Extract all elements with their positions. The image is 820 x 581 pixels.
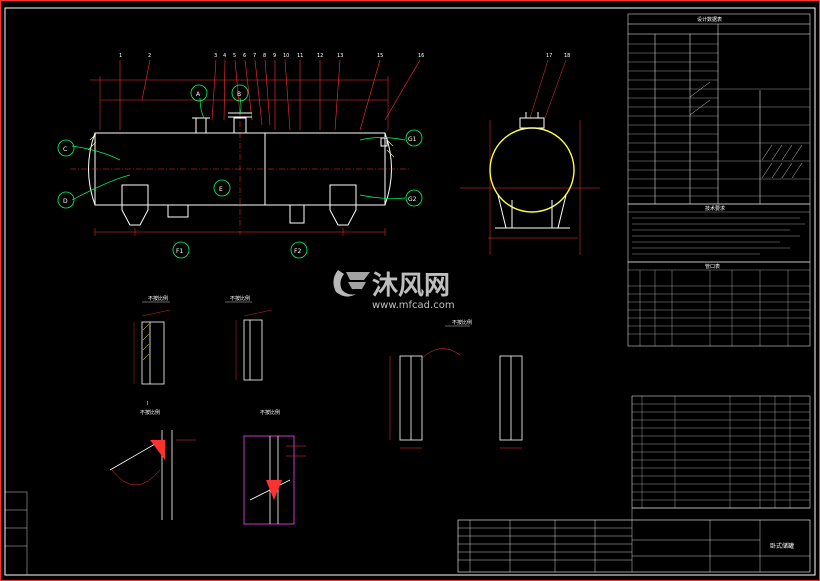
nozzle-table-title: 管口表	[705, 263, 720, 270]
nozzle-table-grid	[628, 270, 810, 346]
title-block	[457, 507, 811, 573]
inner-border	[4, 7, 816, 576]
svg-text:10: 10	[283, 53, 289, 59]
watermark-brand: 沐风网	[372, 271, 450, 301]
end-view-part-18: 18	[564, 53, 570, 59]
saddle-supports	[121, 184, 357, 226]
tech-req-title: 技术要求	[705, 205, 725, 212]
title-block-drawing-name: 卧式储罐	[770, 542, 794, 550]
detail-view-1: 不按比例	[133, 295, 171, 385]
callout-f1-label: F1	[176, 248, 183, 255]
design-data-table	[627, 13, 811, 205]
detail-3-label: I	[147, 401, 148, 407]
callout-d: D	[57, 191, 75, 209]
svg-text:9: 9	[273, 53, 276, 59]
design-table-hatch	[689, 81, 803, 179]
detail-3-scale: 不按比例	[140, 409, 160, 416]
callout-f2: F2	[290, 241, 308, 259]
svg-text:11: 11	[297, 53, 303, 59]
end-view-shell	[489, 127, 575, 213]
svg-text:13: 13	[337, 53, 343, 59]
detail-view-4: 不按比例	[243, 409, 306, 525]
weld-4	[266, 480, 282, 500]
svg-text:8: 8	[263, 53, 266, 59]
weld-3	[150, 440, 165, 460]
svg-text:2: 2	[148, 53, 151, 59]
callout-c-label: C	[63, 146, 67, 153]
tech-req-text-lines	[632, 217, 805, 255]
watermark: 沐风网 www.mfcad.com	[333, 270, 455, 311]
callout-d-label: D	[63, 198, 68, 205]
svg-text:6: 6	[243, 53, 246, 59]
callout-c: C	[57, 139, 75, 157]
svg-text:15: 15	[377, 53, 383, 59]
end-view-saddle	[495, 194, 570, 229]
technical-requirements-block: 技术要求	[627, 203, 811, 263]
svg-text:7: 7	[253, 53, 256, 59]
end-view-nozzles	[519, 112, 545, 129]
callout-f2-label: F2	[294, 248, 301, 255]
design-data-rows	[628, 43, 810, 197]
callout-g1-label: G1	[408, 136, 417, 143]
callout-a: A	[190, 84, 208, 102]
svg-text:1: 1	[119, 53, 122, 59]
callout-g2: G2	[405, 189, 423, 207]
detail-4-scale: 不按比例	[260, 409, 280, 416]
callout-b-label: B	[237, 91, 241, 98]
svg-text:3: 3	[214, 53, 217, 59]
head-hatching	[87, 133, 395, 158]
callout-b: B	[231, 84, 249, 102]
svg-text:5: 5	[233, 53, 236, 59]
svg-text:4: 4	[223, 53, 226, 59]
detail-1-scale: 不按比例	[148, 295, 168, 302]
watermark-logo-icon	[333, 270, 370, 297]
top-nozzles	[192, 112, 388, 147]
bottom-dimensions	[94, 228, 386, 236]
green-leaders	[71, 97, 406, 201]
saddle-detail-scale: 不按比例	[452, 319, 472, 326]
parts-list	[631, 395, 811, 509]
design-data-title: 设计数据表	[697, 16, 722, 23]
callout-f1: F1	[172, 241, 190, 259]
end-view-part-17: 17	[546, 53, 552, 59]
callout-e-label: E	[219, 186, 223, 193]
watermark-url: www.mfcad.com	[372, 300, 455, 311]
callout-a-label: A	[196, 91, 201, 98]
part-leaders	[119, 59, 421, 131]
svg-text:12: 12	[317, 53, 323, 59]
detail-2-scale: 不按比例	[230, 295, 250, 302]
callout-g2-label: G2	[408, 196, 417, 203]
left-revision-strip	[4, 491, 28, 576]
center-lines	[70, 110, 410, 235]
detail-view-2: 不按比例	[225, 295, 273, 381]
svg-text:16: 16	[418, 53, 424, 59]
callout-e: E	[213, 179, 231, 197]
end-view-leaders	[460, 59, 600, 255]
detail-view-3: I 不按比例	[109, 401, 196, 520]
end-view: 17 18	[460, 53, 600, 255]
saddle-detail: 不按比例	[389, 319, 523, 449]
nozzle-table: 管口表	[627, 261, 811, 347]
callout-g1: G1	[405, 129, 423, 147]
